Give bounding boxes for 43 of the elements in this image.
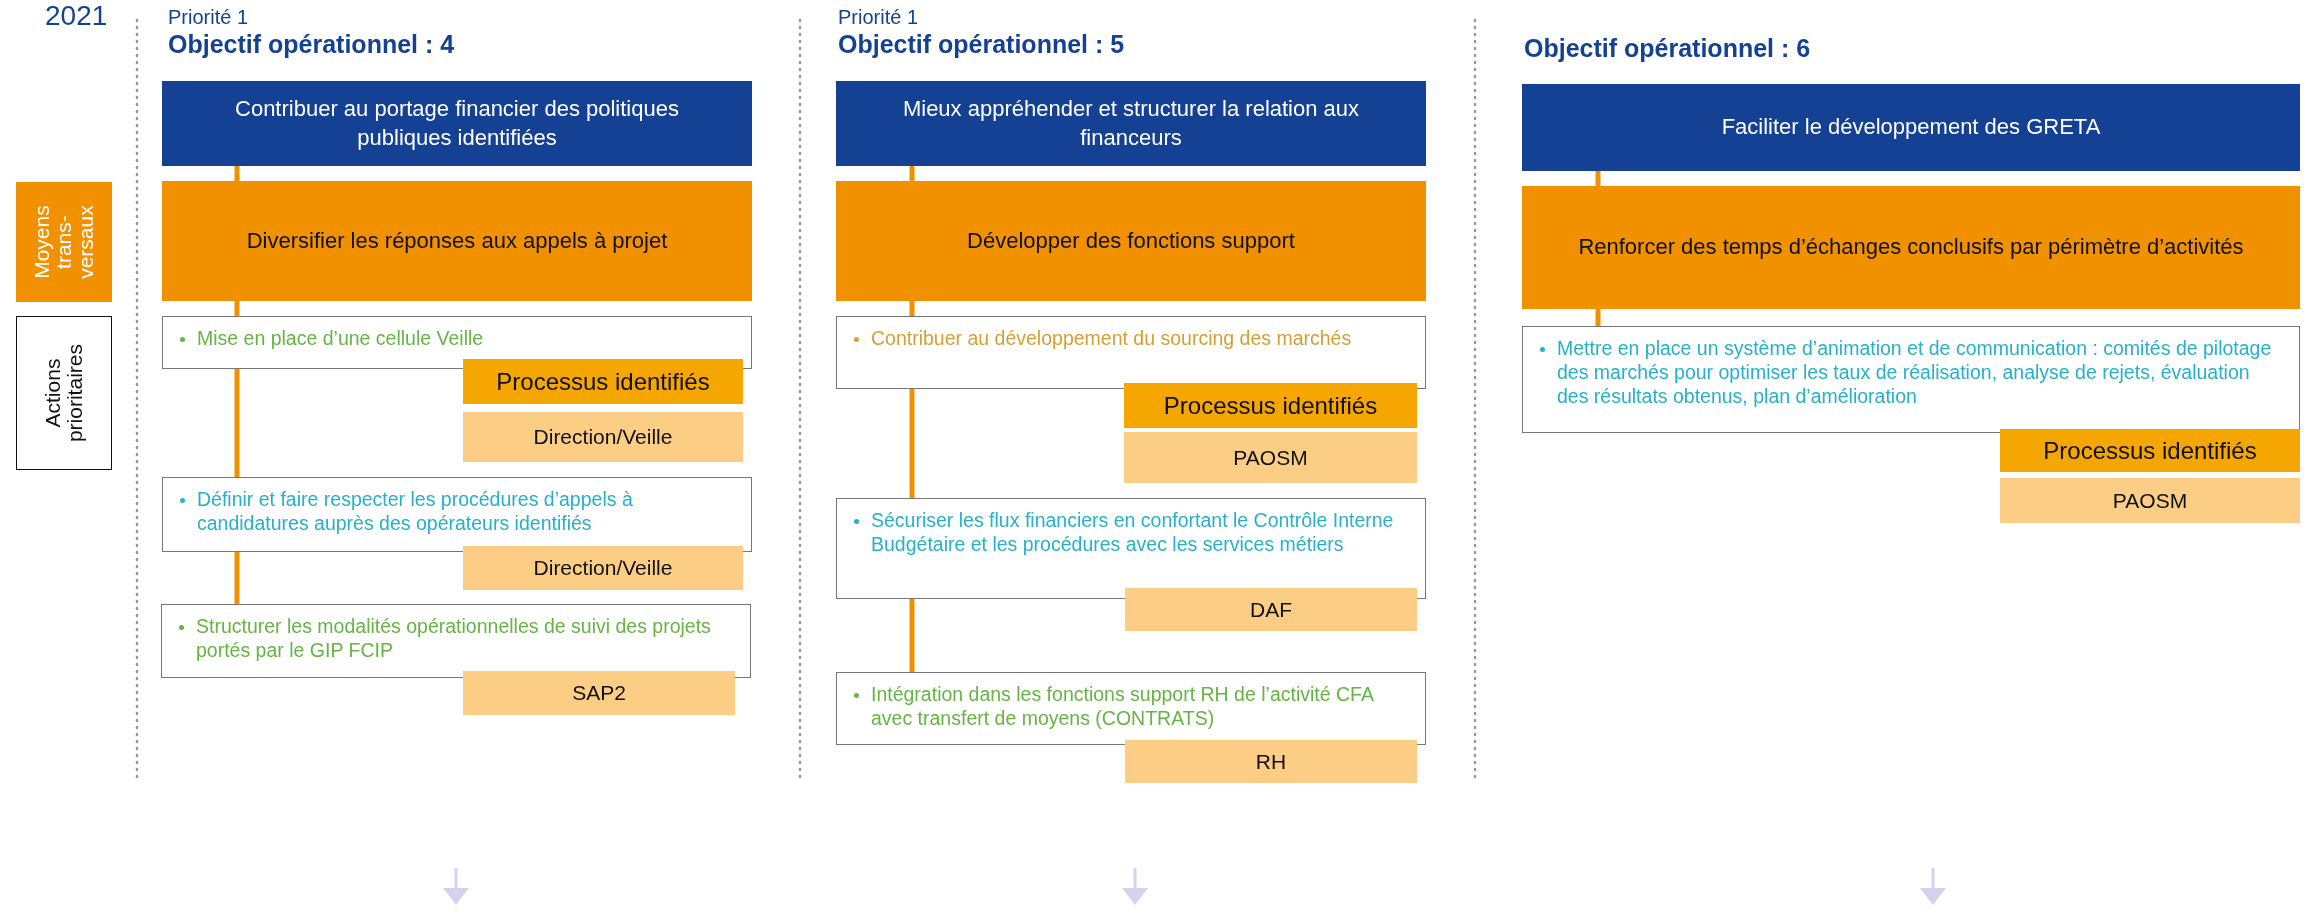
- action-box: Structurer les modalités opérationnelles de suivi des projets portés par le GIP FCIP: [161, 604, 751, 678]
- connector-line: [909, 599, 915, 672]
- action-box: Mettre en place un système d’animation et de communication : comités de pilotage des marchés pour optimiser les taux de réalisation, analyse de rejets, évaluation des résultats obtenus, plan d’amélioration: [1522, 326, 2300, 433]
- process-code: PAOSM: [1124, 432, 1417, 483]
- action-box: Définir et faire respecter les procédures d’appels à candidatures auprès des opérateurs identifiés: [162, 477, 752, 552]
- objective-banner: Contribuer au portage financier des politiques publiques identifiées: [162, 81, 752, 166]
- process-code: RH: [1125, 740, 1417, 783]
- action-box: Intégration dans les fonctions support RH de l’activité CFA avec transfert de moyens (CONTRATS): [836, 672, 1426, 745]
- resource-banner: Diversifier les réponses aux appels à projet: [162, 181, 752, 301]
- connector-line: [909, 166, 915, 181]
- side-label-box: [16, 182, 112, 302]
- connector-line: [234, 552, 240, 604]
- connector-line: [234, 166, 240, 181]
- connector-line: [1595, 171, 1601, 186]
- objective-banner: Mieux appréhender et structurer la relation aux financeurs: [836, 81, 1426, 166]
- action-box: Contribuer au développement du sourcing des marchés: [836, 316, 1426, 389]
- connector-line: [234, 369, 240, 477]
- side-label-text: Actions prioritaires: [41, 344, 87, 442]
- process-code: PAOSM: [2000, 478, 2300, 523]
- resource-banner: Développer des fonctions support: [836, 181, 1426, 301]
- side-label-text: Moyens trans- versaux: [30, 204, 98, 281]
- objective-heading: Objectif opérationnel : 6: [1524, 34, 1811, 63]
- process-code: DAF: [1125, 588, 1417, 631]
- process-code: Direction/Veille: [463, 412, 743, 462]
- process-header: Processus identifiés: [2000, 429, 2300, 472]
- process-header: Processus identifiés: [1124, 383, 1417, 428]
- process-code: SAP2: [463, 671, 735, 715]
- process-header: Processus identifiés: [463, 359, 743, 404]
- connector-line: [909, 389, 915, 498]
- objective-heading: Objectif opérationnel : 4: [168, 30, 455, 59]
- side-label-box: [16, 316, 112, 470]
- action-box: Sécuriser les flux financiers en confortant le Contrôle Interne Budgétaire et les procédures avec les services métiers: [836, 498, 1426, 599]
- priority-label: Priorité 1: [838, 6, 919, 29]
- objective-heading: Objectif opérationnel : 5: [838, 30, 1125, 59]
- connector-line: [1595, 309, 1601, 326]
- action-box: Mise en place d’une cellule Veille: [162, 316, 752, 369]
- priority-label: Priorité 1: [168, 6, 249, 29]
- connector-line: [909, 301, 915, 316]
- connector-line: [234, 301, 240, 316]
- year-label: 2021: [45, 0, 108, 32]
- process-code: Direction/Veille: [463, 546, 743, 590]
- resource-banner: Renforcer des temps d’échanges conclusifs par périmètre d’activités: [1522, 186, 2300, 309]
- objective-banner: Faciliter le développement des GRETA: [1522, 84, 2300, 171]
